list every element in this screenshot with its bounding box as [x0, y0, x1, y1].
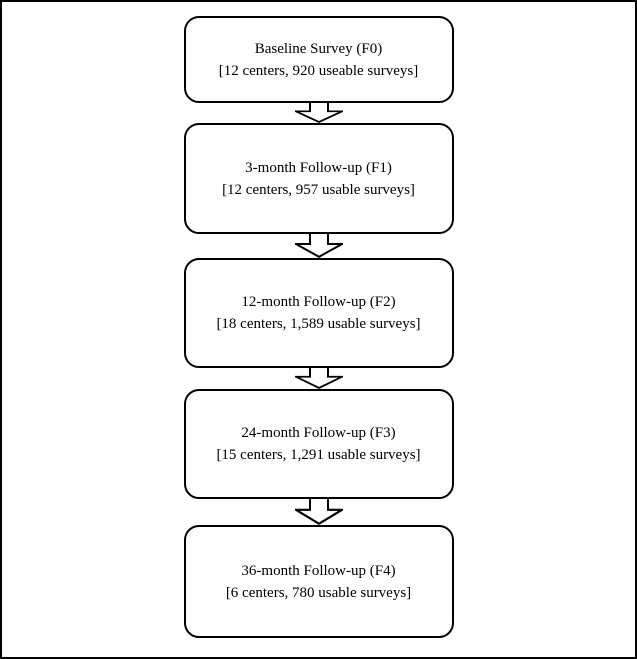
box-title: 24-month Follow-up (F3)	[241, 425, 396, 441]
box-detail: [18 centers, 1,589 usable surveys]	[216, 316, 421, 332]
down-arrow-icon	[294, 103, 343, 123]
flow-box-f0: Baseline Survey (F0) [12 centers, 920 us…	[183, 16, 454, 103]
flow-box-f2: 12-month Follow-up (F2) [18 centers, 1,5…	[183, 258, 454, 368]
down-arrow-icon	[294, 499, 343, 525]
down-arrow-icon	[294, 234, 343, 258]
box-title: Baseline Survey (F0)	[254, 40, 383, 57]
box-title: 36-month Follow-up (F4)	[241, 562, 396, 579]
box-detail: [6 centers, 780 usable surveys]	[225, 584, 412, 601]
box-detail: [12 centers, 920 useable surveys]	[218, 62, 419, 79]
box-detail: [15 centers, 1,291 usable surveys]	[216, 447, 421, 463]
box-title: 12-month Follow-up (F2)	[241, 294, 396, 310]
flow-box-f4: 36-month Follow-up (F4) [6 centers, 780 …	[183, 525, 454, 638]
box-title: 3-month Follow-up (F1)	[245, 159, 392, 176]
flow-box-f1: 3-month Follow-up (F1) [12 centers, 957 …	[183, 123, 454, 234]
down-arrow-icon	[294, 368, 343, 389]
box-detail: [12 centers, 957 usable surveys]	[222, 181, 415, 198]
flow-box-f3: 24-month Follow-up (F3) [15 centers, 1,2…	[183, 389, 454, 499]
flowchart: Baseline Survey (F0) [12 centers, 920 us…	[2, 2, 635, 638]
